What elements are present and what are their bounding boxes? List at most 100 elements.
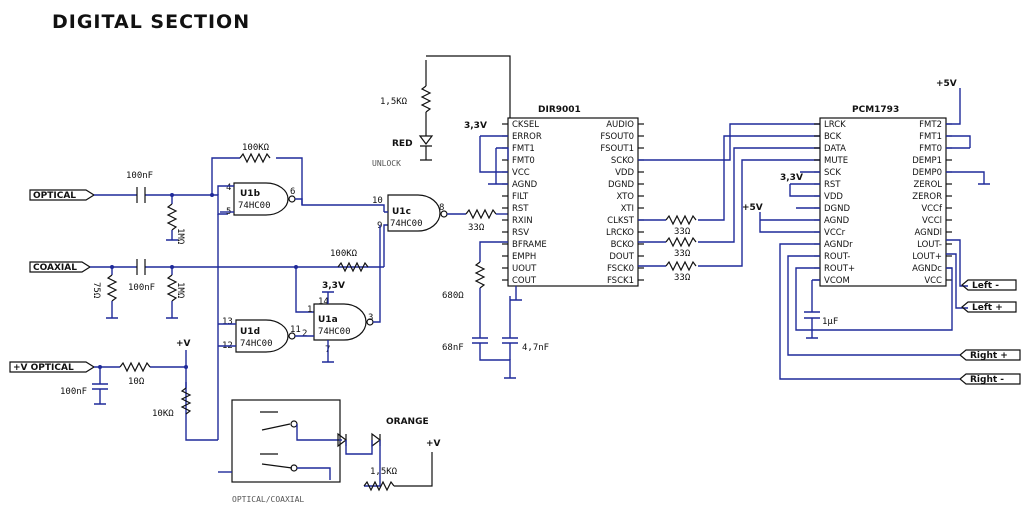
svg-text:74HC00: 74HC00 (318, 327, 351, 337)
pcm1793-right-pin-label: LOUT- (917, 240, 942, 250)
dir9001-left-pin-label: COUT (512, 276, 537, 286)
dir9001-right-pin-label: LRCKO (606, 228, 634, 238)
svg-text:4: 4 (226, 183, 231, 193)
dir9001-left-pin-label: CKSEL (512, 120, 539, 130)
dir9001-right-pin-label: XTO (616, 192, 634, 202)
rxin-res-label: 33Ω (468, 223, 485, 233)
rail-5v-b: +5V (936, 79, 957, 89)
coaxial-label: COAXIAL (33, 263, 77, 273)
pcm1793-left-pin-label: MUTE (824, 156, 848, 166)
svg-text:2: 2 (302, 329, 307, 339)
pcm1793-right-pin-label: AGNDc (912, 264, 942, 274)
coax-cap-label: 100nF (128, 283, 155, 293)
coax-fb-label: 100KΩ (330, 249, 358, 259)
switch-label: OPTICAL/COAXIAL (232, 495, 304, 504)
bck-res1-label: 33Ω (674, 227, 691, 237)
cap-68n-label: 68nF (442, 343, 464, 353)
source-switch[interactable] (218, 399, 342, 483)
optical-label: OPTICAL (33, 191, 76, 201)
led-res-label: 1,5KΩ (380, 97, 408, 107)
pcm1793-left-pin-label: RST (824, 180, 841, 190)
pcm1793-right-pin-label: ZEROR (912, 192, 942, 202)
svg-text:Left -: Left - (972, 281, 999, 291)
gate-u1c: U1c 74HC00 10 9 8 (372, 194, 448, 232)
coax-term-label: 75Ω (91, 282, 101, 299)
dir9001-left-pin-label: BFRAME (512, 240, 547, 250)
orange-res-label: 1,5KΩ (370, 467, 398, 477)
gate-u1d: U1d 74HC00 13 12 11 (222, 317, 301, 353)
pcm1793-left-pin-label: VDD (824, 192, 843, 202)
dir9001-left-pin-label: VCC (512, 168, 530, 178)
ic-pcm1793: PCM1793 LRCKBCKDATAMUTESCKRSTVDDDGNDAGND… (814, 105, 952, 287)
svg-text:13: 13 (222, 317, 233, 327)
rail-33-dir: 3,3V (464, 121, 487, 131)
res-680-label: 680Ω (442, 291, 464, 301)
dir9001-right-pin-label: XTI (621, 204, 634, 214)
pcm1793-left-pin-label: SCK (824, 168, 841, 178)
v-optical-connector: +V OPTICAL (9, 361, 96, 373)
pcm1793-right-pin-label: ZEROL (913, 180, 942, 190)
vopt-res-label: 10Ω (128, 377, 145, 387)
pcm1793-right-pin-label: VCCl (922, 216, 942, 226)
rail-5v-a: +5V (742, 203, 763, 213)
svg-text:1: 1 (307, 305, 312, 315)
optical-res-label: 1MΩ (175, 228, 185, 245)
coax-res-label: 1MΩ (175, 282, 185, 299)
pullup-res-label: 10KΩ (152, 409, 174, 419)
dir9001-right-pin-label: DGND (608, 180, 634, 190)
dir9001-right-pin-label: FSOUT0 (600, 132, 634, 142)
pcm1793-right-pin-label: FMT2 (919, 120, 942, 130)
svg-text:14: 14 (318, 297, 329, 307)
svg-text:11: 11 (290, 325, 301, 335)
ic-dir9001: DIR9001 CKSELERRORFMT1FMT0VCCAGNDFILTRST… (502, 105, 644, 287)
optical-cap-label: 100nF (126, 171, 153, 181)
rail-33-gate: 3,3V (322, 281, 345, 291)
svg-text:Right +: Right + (970, 351, 1008, 361)
out-left-plus: Left + (961, 301, 1017, 313)
pcm1793-left-pin-label: AGNDr (824, 240, 853, 250)
dir9001-name: DIR9001 (538, 105, 581, 115)
dir9001-right-pin-label: FSCK0 (607, 264, 634, 274)
cap-1u-label: 1μF (822, 317, 838, 327)
pcm1793-left-pin-label: ROUT+ (824, 264, 855, 274)
pcm1793-left-pin-label: DGND (824, 204, 850, 214)
svg-text:6: 6 (290, 187, 295, 197)
dir9001-right-pin-label: VDD (615, 168, 634, 178)
svg-text:Left +: Left + (972, 303, 1003, 313)
svg-text:U1b: U1b (240, 189, 261, 199)
pcm1793-right-pin-label: FMT1 (919, 132, 942, 142)
pcm1793-right-pin-label: VCCf (921, 204, 943, 214)
dir9001-right-pin-label: BCKO (611, 240, 635, 250)
svg-text:8: 8 (439, 203, 444, 213)
svg-text:74HC00: 74HC00 (238, 201, 271, 211)
vopt-cap-label: 100nF (60, 387, 87, 397)
bck-res2-label: 33Ω (674, 249, 691, 259)
led-red-label: RED (392, 139, 413, 149)
bck-res3-label: 33Ω (674, 273, 691, 283)
v-optical-label: +V OPTICAL (13, 363, 74, 373)
pcm1793-right-pin-label: AGNDl (914, 228, 942, 238)
svg-text:U1c: U1c (392, 207, 411, 217)
svg-text:74HC00: 74HC00 (240, 339, 273, 349)
rail-33-pcm: 3,3V (780, 173, 803, 183)
pcm1793-right-pin-label: DEMP1 (912, 156, 942, 166)
gate-u1b: U1b 74HC00 4 5 6 (226, 182, 296, 217)
out-left-minus: Left - (961, 279, 1017, 291)
dir9001-left-pin-label: EMPH (512, 252, 536, 262)
page-title: DIGITAL SECTION (52, 11, 250, 33)
out-right-minus: Right - (959, 373, 1021, 385)
dir9001-left-pin-label: FMT1 (512, 144, 535, 154)
optical-connector: OPTICAL (29, 189, 96, 201)
dir9001-left-pin-label: ERROR (512, 132, 542, 142)
dir9001-right-pin-label: DOUT (609, 252, 634, 262)
pcm1793-right-pin-label: VCC (924, 276, 942, 286)
dir9001-left-pin-label: AGND (512, 180, 538, 190)
svg-text:U1a: U1a (318, 315, 338, 325)
led-orange-label: ORANGE (386, 417, 429, 427)
pcm1793-right-pin-label: LOUT+ (912, 252, 942, 262)
svg-text:U1d: U1d (240, 327, 260, 337)
pcm1793-left-pin-label: VCOM (824, 276, 850, 286)
dir9001-right-pin-label: CLKST (607, 216, 635, 226)
pcm1793-left-pin-label: VCCr (824, 228, 846, 238)
